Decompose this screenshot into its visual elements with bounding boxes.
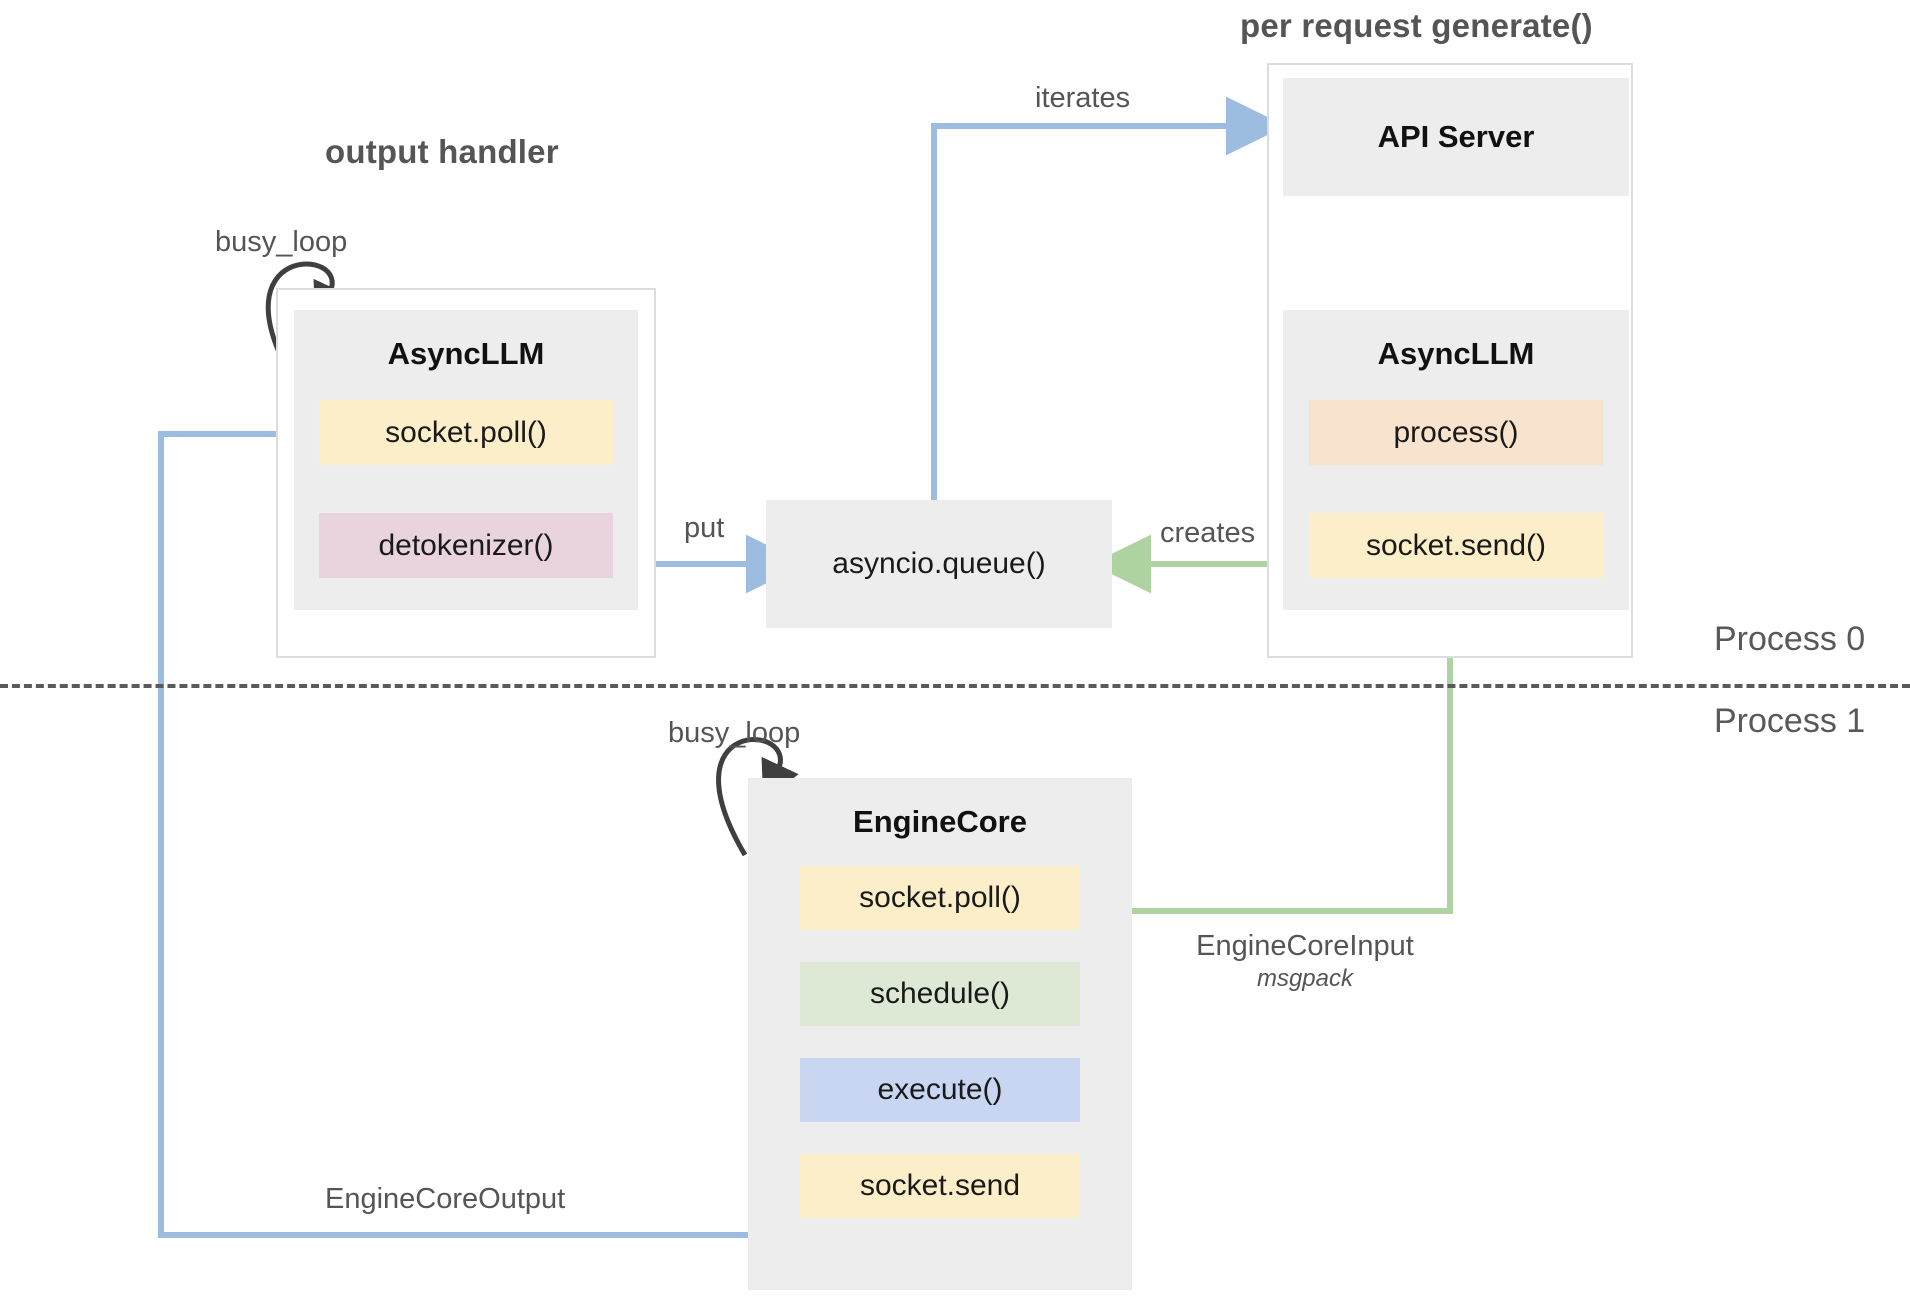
- process-label-top: Process 0: [1714, 620, 1866, 658]
- asyncio-queue-label: asyncio.queue(): [832, 547, 1046, 580]
- asyncllm-block-right: AsyncLLM process() socket.send(): [1283, 310, 1629, 610]
- api-server-title: API Server: [1377, 119, 1535, 154]
- enginecore-block: EngineCore socket.poll() schedule() exec…: [748, 778, 1132, 1290]
- pill-socket-send-asyncllm[interactable]: socket.send(): [1309, 513, 1603, 578]
- pill-execute[interactable]: execute(): [800, 1058, 1080, 1122]
- pill-process[interactable]: process(): [1309, 400, 1603, 465]
- busy-loop-label-enginecore: busy_loop: [668, 717, 801, 749]
- pill-socket-send-enginecore[interactable]: socket.send: [800, 1154, 1080, 1218]
- process-divider: [0, 684, 1910, 688]
- asyncllm-block-left: AsyncLLM socket.poll() detokenizer(): [294, 310, 638, 610]
- engine-core-input-title: EngineCoreInput: [1196, 930, 1414, 962]
- pill-schedule[interactable]: schedule(): [800, 962, 1080, 1026]
- edge-label-put: put: [684, 512, 725, 544]
- api-server-block: API Server: [1283, 78, 1629, 196]
- edge-label-engine-core-input: EngineCoreInput msgpack: [1175, 930, 1435, 993]
- edge-iterates: [931, 96, 1286, 500]
- edge-label-creates: creates: [1160, 517, 1256, 549]
- enginecore-title: EngineCore: [853, 804, 1027, 839]
- asyncio-queue-block[interactable]: asyncio.queue(): [766, 500, 1112, 628]
- engine-core-input-subtitle: msgpack: [1256, 965, 1354, 992]
- asyncllm-block-left-title: AsyncLLM: [387, 336, 545, 371]
- edge-label-iterates: iterates: [1035, 82, 1131, 114]
- busy-loop-label-asyncllm: busy_loop: [215, 226, 348, 258]
- pill-detokenizer[interactable]: detokenizer(): [319, 513, 613, 578]
- asyncllm-block-right-title: AsyncLLM: [1377, 336, 1535, 371]
- edge-label-engine-core-output: EngineCoreOutput: [325, 1183, 566, 1215]
- group-title-output-handler: output handler: [325, 133, 559, 170]
- pill-socket-poll-asyncllm[interactable]: socket.poll(): [319, 400, 613, 465]
- group-title-per-request-generate: per request generate(): [1240, 7, 1593, 44]
- process-label-bottom: Process 1: [1714, 702, 1866, 740]
- pill-socket-poll-enginecore[interactable]: socket.poll(): [800, 866, 1080, 930]
